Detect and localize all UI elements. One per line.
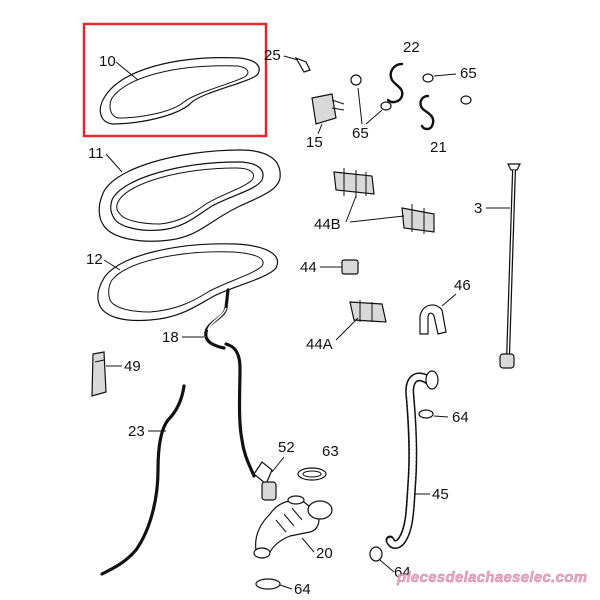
part-44b-latch[interactable]	[333, 168, 435, 234]
part-11-door-frame[interactable]	[98, 149, 281, 242]
part-65-gasket-right[interactable]	[422, 73, 472, 105]
part-12-inner-seal[interactable]	[97, 243, 278, 322]
label-45: 45	[432, 486, 449, 503]
svg-text:piecesdelachaeselec.com: piecesdelachaeselec.com	[396, 569, 587, 586]
highlight-box	[82, 22, 268, 138]
part-25-pin[interactable]	[294, 56, 311, 73]
label-65-middle: 65	[352, 125, 369, 142]
label-64-bottom: 64	[294, 581, 311, 598]
part-10-seal[interactable]	[99, 57, 260, 125]
label-21: 21	[430, 139, 447, 156]
part-64-clamp-upper[interactable]	[418, 409, 434, 419]
part-3-rod[interactable]	[499, 163, 521, 369]
part-21-hook[interactable]	[419, 94, 435, 131]
part-46-hose-guide[interactable]	[419, 304, 447, 335]
label-20: 20	[316, 545, 333, 562]
label-52: 52	[278, 439, 295, 456]
label-3: 3	[474, 200, 482, 217]
part-22-hook[interactable]	[386, 62, 404, 104]
part-45-corrugated-hose[interactable]	[385, 370, 439, 549]
label-18: 18	[162, 329, 179, 346]
label-44b: 44B	[314, 216, 341, 233]
label-49: 49	[124, 358, 141, 375]
part-49-bracket[interactable]	[91, 351, 107, 397]
part-23-drain-hose[interactable]	[100, 384, 186, 576]
label-12: 12	[86, 251, 103, 268]
part-44a-lock[interactable]	[349, 300, 387, 323]
label-64-upper: 64	[452, 409, 469, 426]
label-63: 63	[322, 443, 339, 460]
label-25: 25	[264, 47, 281, 64]
label-44a: 44A	[306, 336, 333, 353]
part-65-gasket-middle[interactable]	[350, 74, 392, 111]
part-64-clamp-bottom[interactable]	[255, 578, 281, 590]
label-22: 22	[403, 39, 420, 56]
part-63-clamp[interactable]	[297, 467, 327, 481]
label-10: 10	[99, 53, 116, 70]
part-18-hose[interactable]	[204, 288, 256, 478]
label-44: 44	[300, 259, 317, 276]
part-20-pump-elbow[interactable]	[253, 495, 333, 559]
label-23: 23	[128, 423, 145, 440]
part-64-clamp-right[interactable]	[369, 546, 383, 562]
part-44-clip[interactable]	[341, 259, 359, 275]
part-52-connector[interactable]	[253, 461, 277, 501]
part-15-switch[interactable]	[311, 93, 345, 125]
label-65-right: 65	[460, 65, 477, 82]
site-watermark-logo: piecesdelachaeselec.com	[396, 569, 587, 586]
label-11: 11	[88, 145, 104, 162]
label-15: 15	[306, 134, 323, 151]
label-64-right: 64	[394, 564, 411, 581]
label-46: 46	[454, 277, 471, 294]
